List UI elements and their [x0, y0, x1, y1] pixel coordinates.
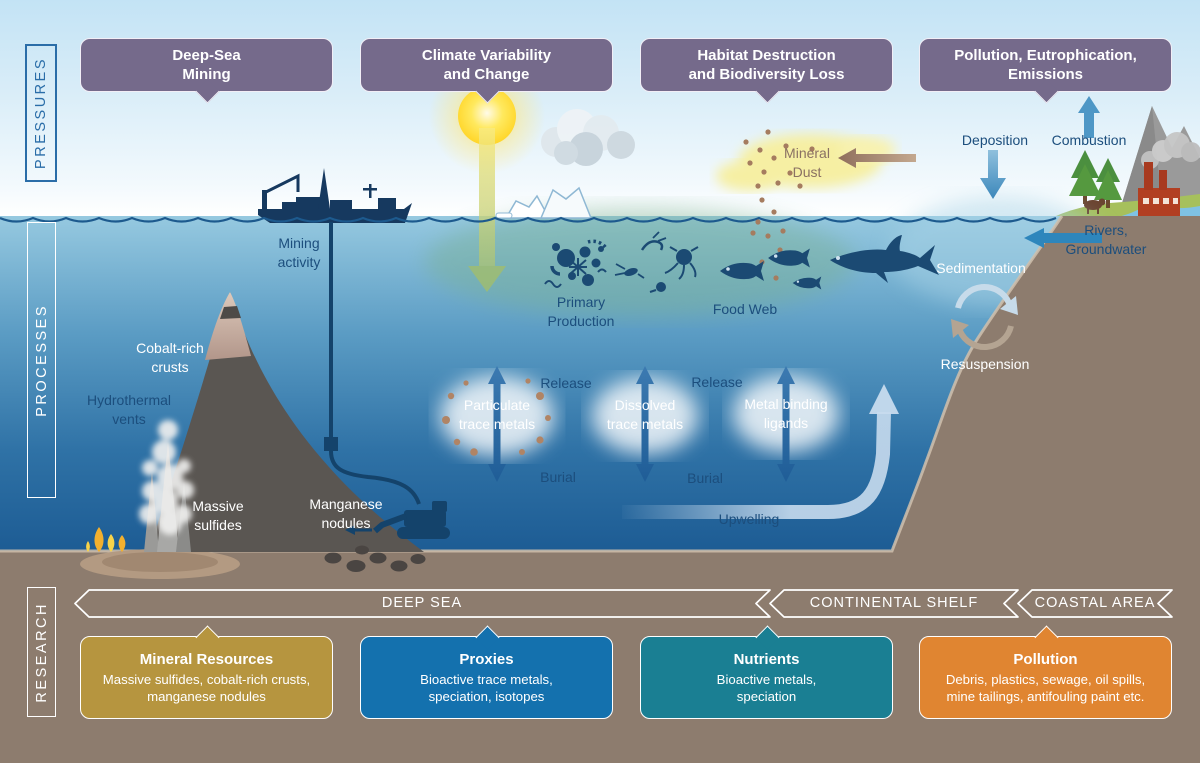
manganese-nodule-icons	[324, 545, 426, 572]
research-box-mineral-resources: Mineral Resources Massive sulfides, coba…	[80, 624, 333, 719]
combustion-arrow	[1078, 96, 1100, 138]
pressures-section-label: PRESSURES	[25, 44, 57, 182]
research-box-title: Pollution	[1013, 650, 1078, 668]
research-box-proxies: Proxies Bioactive trace metals, speciati…	[360, 624, 613, 719]
zone-label-continental-shelf: CONTINENTAL SHELF	[809, 595, 979, 611]
cloud-icon	[541, 109, 635, 166]
pressure-box-habitat: Habitat Destruction and Biodiversity Los…	[640, 38, 893, 104]
continental-shelf-band	[769, 589, 1019, 618]
seamount	[80, 292, 424, 579]
dust-transport-arrow	[838, 148, 916, 168]
cow-icon	[1084, 198, 1106, 214]
pressure-box-pollution: Pollution, Eutrophication, Emissions	[919, 38, 1172, 104]
deposition-arrow	[980, 150, 1006, 199]
vent-flame-icons	[86, 527, 126, 552]
research-zone-band	[74, 589, 1173, 618]
iceberg-icon	[495, 186, 593, 219]
research-box-pollution: Pollution Debris, plastics, sewage, oil …	[919, 624, 1172, 719]
research-vessel-icon	[258, 168, 412, 223]
pine-tree-icons	[1069, 150, 1122, 208]
mining-vehicle-icon	[345, 501, 450, 539]
mineral-dust-cloud	[716, 134, 896, 191]
processes-section-label: PROCESSES	[27, 222, 56, 498]
research-box-desc: Debris, plastics, sewage, oil spills, mi…	[945, 671, 1146, 704]
research-box-desc: Massive sulfides, cobalt-rich crusts, ma…	[102, 671, 311, 704]
pressure-box-label: Pollution, Eutrophication, Emissions	[954, 47, 1137, 83]
research-box-desc: Bioactive trace metals, speciation, isot…	[420, 671, 553, 704]
research-box-title: Mineral Resources	[139, 650, 274, 668]
zone-label-coastal-area: COASTAL AREA	[1034, 595, 1156, 611]
research-box-title: Nutrients	[733, 650, 800, 668]
research-box-desc: Bioactive metals, speciation	[716, 671, 817, 704]
pressure-box-label: Habitat Destruction and Biodiversity Los…	[688, 47, 845, 83]
zooplankton-icons	[614, 231, 699, 293]
particulate-dots	[442, 375, 551, 456]
deep-sea-band	[74, 589, 771, 618]
research-box-title: Proxies	[459, 650, 514, 668]
waterline	[0, 216, 1057, 223]
shark-icon	[830, 235, 939, 283]
zone-label-deep-sea: DEEP SEA	[381, 595, 463, 611]
seafloor-and-slope	[0, 215, 1200, 763]
pressure-box-deep-sea-mining: Deep-Sea Mining	[80, 38, 333, 104]
sediment-cycle-arrows	[951, 284, 1018, 350]
research-box-nutrients: Nutrients Bioactive metals, speciation	[640, 624, 893, 719]
pressure-box-climate: Climate Variability and Change	[360, 38, 613, 104]
pressure-box-label: Deep-Sea Mining	[172, 47, 241, 83]
plankton-bloom	[425, 207, 855, 317]
plankton-icons	[544, 239, 608, 288]
research-section-label: RESEARCH	[27, 587, 56, 717]
sunlight-beam-arrow	[468, 128, 506, 292]
factory-icon	[1138, 162, 1180, 216]
dust-particles	[743, 129, 815, 281]
pressure-box-label: Climate Variability and Change	[421, 47, 552, 83]
coastal-area-band	[1017, 589, 1173, 618]
river-input-arrow	[1024, 228, 1102, 248]
fish-icons	[720, 248, 822, 290]
release-burial-arrows	[488, 366, 795, 482]
hydrothermal-vent-icon	[139, 420, 194, 552]
upwelling-arrow	[622, 384, 899, 519]
mining-cable	[324, 222, 421, 505]
